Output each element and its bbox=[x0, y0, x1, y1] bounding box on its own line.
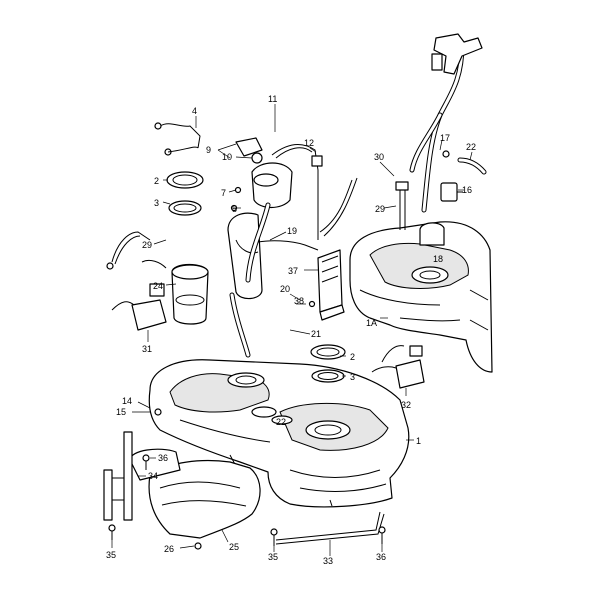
callout-20: 20 bbox=[280, 284, 290, 294]
callout-24: 24 bbox=[153, 281, 163, 291]
callout-21: 21 bbox=[311, 329, 321, 339]
callout-33: 33 bbox=[323, 556, 333, 566]
callout-16: 16 bbox=[462, 185, 472, 195]
callout-22-center: 22 bbox=[276, 417, 286, 427]
callout-26: 26 bbox=[164, 544, 174, 554]
callout-38: 38 bbox=[294, 296, 304, 306]
callout-1A: 1A bbox=[366, 318, 377, 328]
bracket-37 bbox=[317, 249, 345, 321]
callout-5: 5 bbox=[232, 204, 237, 214]
callout-34: 34 bbox=[148, 471, 158, 481]
callout-37: 37 bbox=[288, 266, 298, 276]
filler-neck bbox=[409, 33, 487, 213]
callout-3-left: 3 bbox=[154, 198, 159, 208]
callout-29-right: 29 bbox=[375, 204, 385, 214]
callout-9: 9 bbox=[206, 145, 211, 155]
right-tank-1a bbox=[349, 221, 493, 373]
callout-36-left: 36 bbox=[158, 453, 168, 463]
pump-module-32 bbox=[371, 345, 425, 389]
pump-module-31 bbox=[106, 231, 167, 331]
callout-35-right: 35 bbox=[268, 552, 278, 562]
callout-22-right: 22 bbox=[466, 142, 476, 152]
callout-31: 31 bbox=[142, 344, 152, 354]
callout-36-right: 36 bbox=[376, 552, 386, 562]
callout-12: 12 bbox=[304, 138, 314, 148]
callout-25: 25 bbox=[229, 542, 239, 552]
callout-7: 7 bbox=[221, 188, 226, 198]
callout-14: 14 bbox=[122, 396, 132, 406]
callout-35-left: 35 bbox=[106, 550, 116, 560]
leader-lines bbox=[111, 104, 473, 556]
callout-17: 17 bbox=[440, 133, 450, 143]
sealing-rings-center bbox=[310, 344, 346, 383]
left-sender-unit bbox=[154, 122, 209, 325]
callout-30: 30 bbox=[374, 152, 384, 162]
main-fuel-tank bbox=[148, 359, 410, 508]
callout-4: 4 bbox=[192, 106, 197, 116]
callout-32: 32 bbox=[401, 400, 411, 410]
callout-2-left: 2 bbox=[154, 176, 159, 186]
callout-19: 19 bbox=[287, 226, 297, 236]
callout-15: 15 bbox=[116, 407, 126, 417]
fuel-line-33 bbox=[275, 511, 385, 545]
central-filler-assembly bbox=[227, 137, 293, 358]
callout-18: 18 bbox=[433, 254, 443, 264]
callout-labels: 4 11 9 10 12 2 7 3 5 29 19 37 24 20 38 2… bbox=[106, 94, 476, 566]
callout-2-center: 2 bbox=[350, 352, 355, 362]
callout-1: 1 bbox=[416, 436, 421, 446]
tank-straps-34 bbox=[103, 431, 133, 521]
breather-lines bbox=[257, 144, 409, 251]
callout-3-center: 3 bbox=[350, 372, 355, 382]
heat-shield bbox=[129, 448, 261, 539]
callout-10: 10 bbox=[222, 152, 232, 162]
vent-valve bbox=[440, 182, 463, 202]
callout-29-left: 29 bbox=[142, 240, 152, 250]
callout-11: 11 bbox=[268, 94, 277, 104]
